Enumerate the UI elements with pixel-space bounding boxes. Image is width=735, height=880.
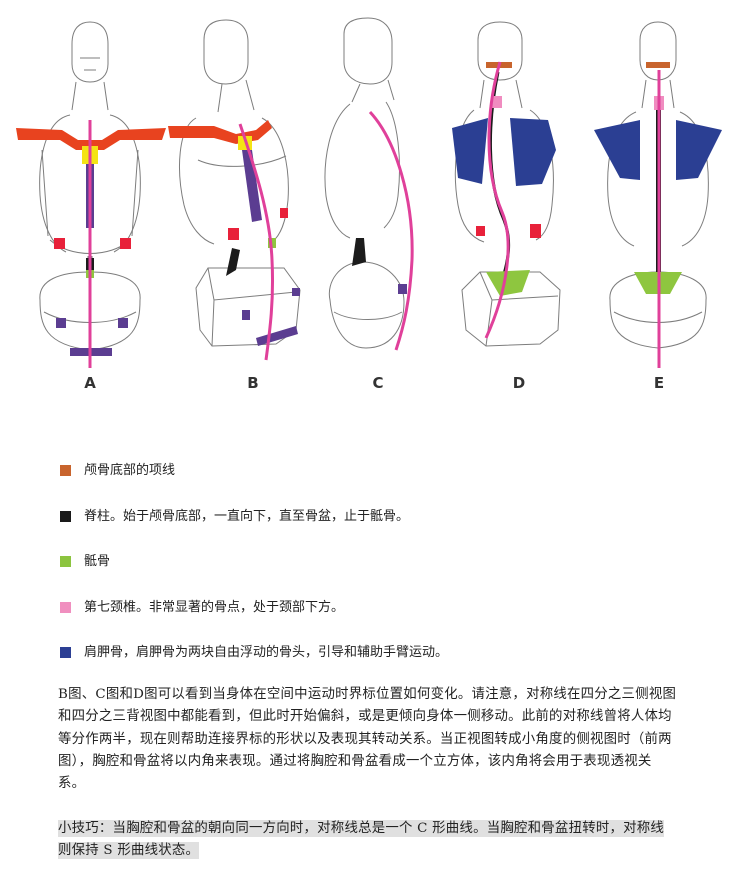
- legend-item-spine: 脊柱。始于颅骨底部，一直向下，直至骨盆，止于骶骨。: [60, 508, 700, 554]
- color-legend: 颅骨底部的项线 脊柱。始于颅骨底部，一直向下，直至骨盆，止于骶骨。 骶骨 第七颈…: [60, 462, 700, 690]
- figure-label-a: A: [84, 374, 96, 392]
- legend-swatch: [60, 465, 71, 476]
- legend-swatch: [60, 510, 71, 522]
- anatomy-figure: A B C D E: [0, 0, 735, 420]
- figure-label-c: C: [372, 374, 383, 392]
- legend-item-sacrum: 骶骨: [60, 553, 700, 599]
- legend-label: 第七颈椎。非常显著的骨点，处于颈部下方。: [84, 599, 345, 615]
- figure-label-b: B: [247, 374, 258, 392]
- landmarks-b: [168, 120, 300, 361]
- legend-item-scapula: 肩胛骨，肩胛骨为两块自由浮动的骨头，引导和辅助手臂运动。: [60, 644, 700, 690]
- torso-b: [179, 19, 301, 347]
- legend-swatch: [60, 556, 71, 567]
- legend-label: 颅骨底部的项线: [84, 463, 176, 478]
- tip-text: 小技巧：当胸腔和骨盆的朝向同一方向时，对称线总是一个 C 形曲线。当胸腔和骨盆扭…: [58, 820, 665, 860]
- tip-paragraph: 小技巧：当胸腔和骨盆的朝向同一方向时，对称线总是一个 C 形曲线。当胸腔和骨盆扭…: [58, 818, 675, 863]
- landmarks-d: [452, 61, 556, 339]
- legend-swatch: [60, 601, 71, 613]
- torso-c: [324, 17, 405, 349]
- figure-label-e: E: [654, 374, 664, 392]
- legend-item-neck-line: 颅骨底部的项线: [60, 462, 700, 508]
- legend-swatch: [60, 647, 71, 658]
- legend-item-c7: 第七颈椎。非常显著的骨点，处于颈部下方。: [60, 599, 700, 645]
- landmarks-a: [16, 120, 166, 368]
- figure-label-d: D: [513, 374, 525, 392]
- torso-d: [454, 21, 561, 347]
- legend-label: 肩胛骨，肩胛骨为两块自由浮动的骨头，引导和辅助手臂运动。: [84, 645, 449, 660]
- legend-label: 骶骨: [84, 554, 111, 569]
- landmarks-c: [352, 110, 414, 351]
- legend-label: 脊柱。始于颅骨底部，一直向下，直至骨盆，止于骶骨。: [84, 508, 410, 524]
- anatomy-illustration: A B C D E: [16, 17, 722, 392]
- body-paragraph: B图、C图和D图可以看到当身体在空间中运动时界标位置如何变化。请注意，对称线在四…: [58, 687, 677, 792]
- landmarks-e: [594, 62, 722, 368]
